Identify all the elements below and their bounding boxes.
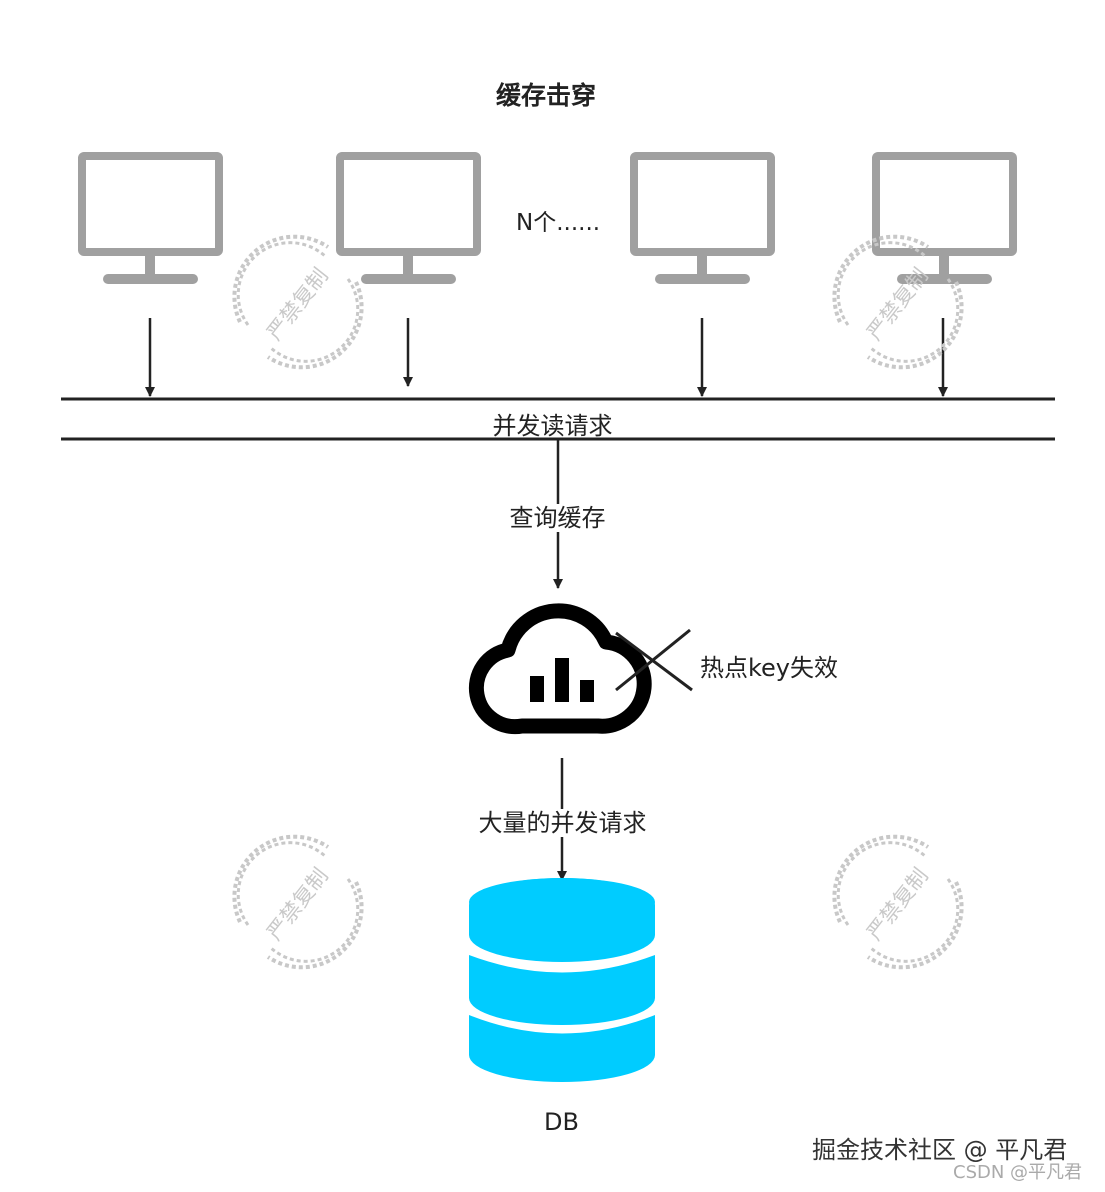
database-icon	[469, 878, 655, 1082]
bus-label: 并发读请求	[492, 412, 613, 440]
client-monitor-icon	[634, 156, 771, 284]
credit-label: 掘金技术社区 @ 平凡君	[812, 1136, 1068, 1164]
database-label: DB	[544, 1108, 579, 1136]
mass-request-label: 大量的并发请求	[474, 809, 651, 837]
watermark-text: 严禁复制	[262, 264, 333, 345]
cross-icon	[615, 628, 693, 692]
client-monitor-icon	[340, 156, 477, 284]
chart-bar	[555, 658, 569, 702]
mass-request-label-wrap: 大量的并发请求	[0, 803, 1105, 838]
hot-key-status-label: 热点key失效	[700, 654, 839, 682]
cache-cloud-icon	[468, 603, 652, 735]
chart-bar	[580, 680, 594, 702]
client-monitor-icon	[82, 156, 219, 284]
query-label-wrap: 查询缓存	[0, 498, 1105, 533]
chart-bar	[530, 676, 544, 702]
watermark-seal: 严禁复制	[232, 834, 364, 970]
watermark-text: 严禁复制	[862, 864, 933, 945]
csdn-label: CSDN @平凡君	[953, 1162, 1083, 1183]
watermark-text: 严禁复制	[862, 264, 933, 345]
client-monitor-icon	[876, 156, 1013, 284]
query-label: 查询缓存	[505, 504, 610, 532]
client-count-label: N个......	[516, 210, 601, 236]
watermark-text: 严禁复制	[262, 864, 333, 945]
watermark-seal: 严禁复制	[832, 834, 964, 970]
diagram-title: 缓存击穿	[496, 81, 597, 110]
watermark-seal: 严禁复制	[232, 234, 364, 370]
